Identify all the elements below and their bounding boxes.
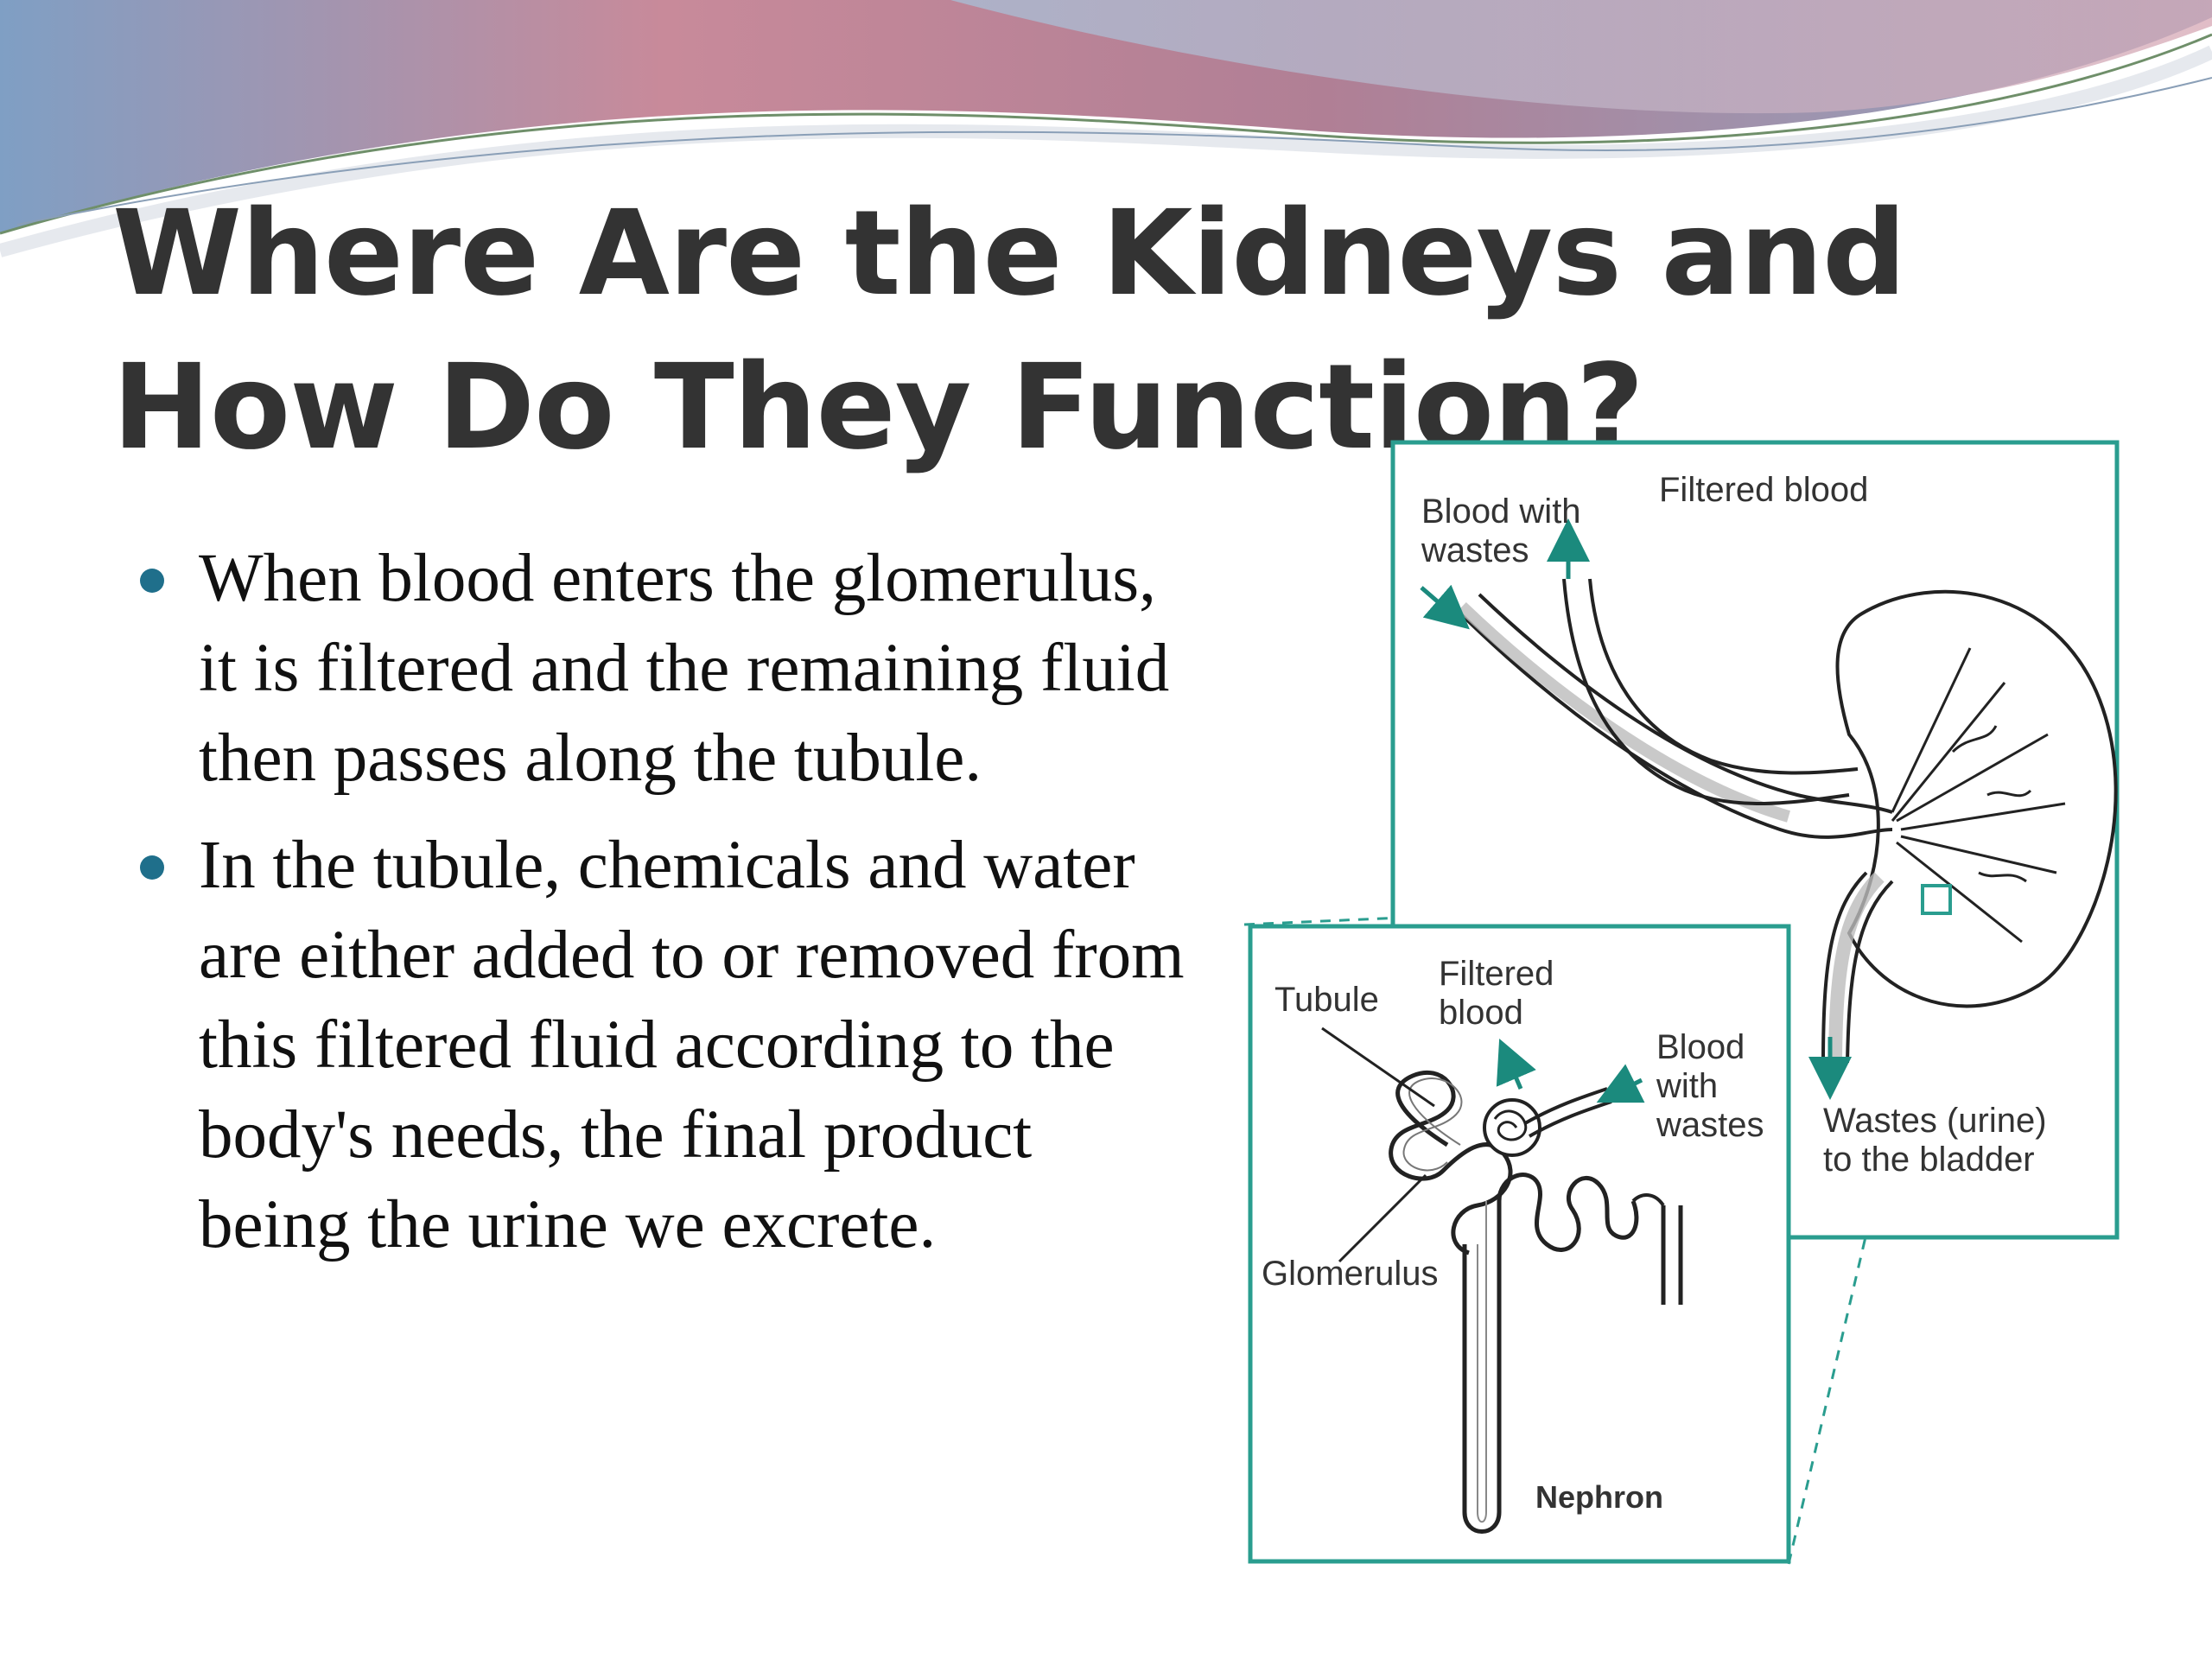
- label-filtered-blood: Filtered blood: [1659, 471, 1868, 509]
- label-blood-with-wastes-2: wastes: [1421, 531, 1529, 569]
- label-wastes-urine-2: to the bladder: [1823, 1141, 2035, 1179]
- header-wave-banner: [0, 0, 2212, 257]
- bullet-item: In the tubule, chemicals and water are e…: [140, 821, 1192, 1270]
- glomerulus: [1483, 1098, 1541, 1157]
- loop-of-henle: [1462, 1173, 1639, 1534]
- label-blood-with-wastes-1: Blood with: [1421, 493, 1581, 531]
- kidney-nephron-diagram: Blood with wastes Filtered blood Wastes …: [1227, 423, 2160, 1590]
- label-filtered-1: Filtered: [1439, 955, 1554, 993]
- label-glomerulus: Glomerulus: [1262, 1255, 1439, 1293]
- bullet-dot-icon: [140, 569, 164, 593]
- bullet-text: When blood enters the glomerulus, it is …: [199, 541, 1170, 796]
- label-blood-1: Blood: [1656, 1028, 1745, 1066]
- label-blood-2: with: [1656, 1067, 1718, 1105]
- label-tubule: Tubule: [1274, 981, 1379, 1019]
- label-wastes-urine-1: Wastes (urine): [1823, 1102, 2047, 1140]
- label-filtered-2: blood: [1439, 994, 1523, 1032]
- bullet-dot-icon: [140, 855, 164, 880]
- nephron-panel: Tubule Filtered blood Blood with wastes …: [1248, 924, 1791, 1564]
- slide-title: Where Are the Kidneys and How Do They Fu…: [112, 186, 1906, 476]
- bullet-list: When blood enters the glomerulus, it is …: [140, 534, 1192, 1287]
- kidney-outline: [1835, 589, 2118, 1008]
- bullet-item: When blood enters the glomerulus, it is …: [140, 534, 1192, 804]
- label-nephron: Nephron: [1535, 1479, 1663, 1515]
- label-blood-3: wastes: [1656, 1106, 1764, 1144]
- convoluted-tubule: [1389, 1070, 1513, 1255]
- bullet-text: In the tubule, chemicals and water are e…: [199, 828, 1185, 1262]
